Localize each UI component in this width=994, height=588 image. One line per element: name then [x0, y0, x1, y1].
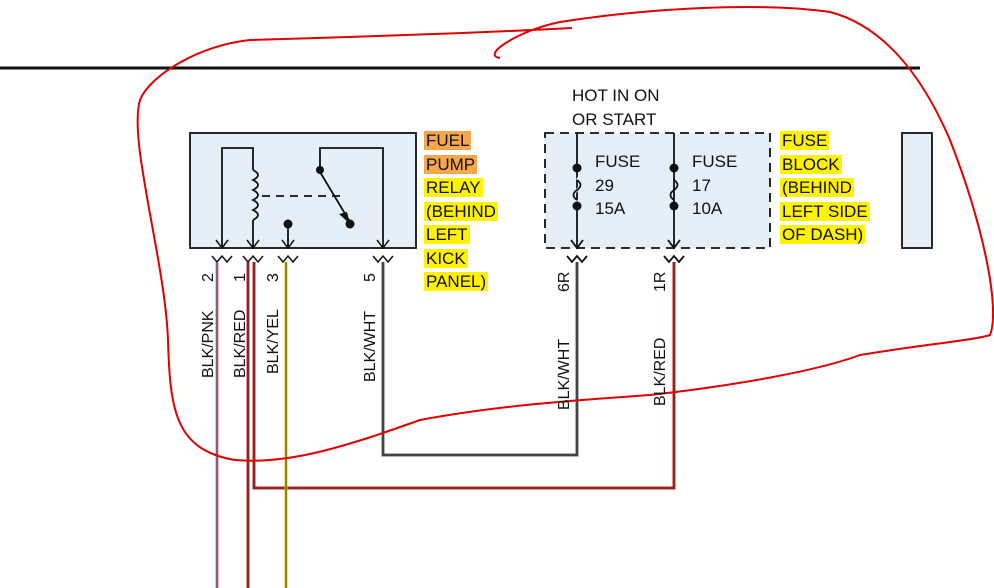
relay-label-line: FUEL [424, 131, 472, 150]
fuse-17-rating: 10A [692, 199, 723, 218]
relay-label-line: PANEL) [424, 272, 489, 291]
fuse-block-label-line: (BEHIND [780, 178, 854, 197]
relay-pin3-contact [283, 219, 293, 229]
fuse-pin-label: 6R [556, 271, 573, 292]
fuel-pump-relay-body [189, 132, 417, 249]
hot-label-line1: HOT IN ON [572, 86, 660, 105]
fuse-29-top-terminal [572, 163, 582, 173]
fuse-17-symbol [663, 133, 685, 264]
wire-label-blk-red-fuse: BLK/RED [652, 337, 669, 406]
fuse-17-title: FUSE [692, 152, 738, 171]
relay-label-line: LEFT [424, 225, 470, 244]
fuse-17-bottom-terminal [669, 201, 679, 211]
wire-blk-red-2-stripe [253, 262, 675, 489]
fuse-29-symbol [566, 133, 588, 264]
fuse-29-number: 29 [595, 175, 614, 195]
hot-label-line2: OR START [572, 109, 657, 129]
fuse-29-title: FUSE [595, 152, 641, 171]
fuse-17-top-terminal [669, 163, 679, 173]
fuse-block-label-line: OF DASH) [780, 225, 866, 244]
fuse-block-label-line: BLOCK [780, 154, 842, 174]
relay-label-line: KICK [424, 248, 468, 268]
wire-label-blk-red: BLK/RED [232, 309, 249, 378]
relay-pin-number: 3 [265, 273, 282, 282]
fuse-29-rating: 15A [595, 199, 626, 218]
fuse-block-label: FUSE BLOCK (BEHIND LEFT SIDE OF DASH) [780, 129, 870, 247]
wire-label-blk-wht: BLK/WHT [362, 310, 379, 382]
relay-connector-arrows [211, 239, 394, 264]
relay-pin-number: 2 [200, 273, 217, 282]
fuse-block-label-line: LEFT SIDE [780, 201, 870, 221]
wires [215, 262, 676, 588]
fuse-17-label: FUSE 17 10A [692, 150, 737, 221]
relay-label-line: PUMP [424, 154, 478, 174]
wire-blk-wht-stripe [382, 262, 578, 456]
fuse-29-bottom-terminal [572, 201, 582, 211]
relay-label: FUEL PUMP RELAY (BEHIND LEFT KICK PANEL) [424, 129, 498, 294]
wire-label-blk-wht-fuse: BLK/WHT [556, 338, 573, 410]
fuse-pin-label: 1R [652, 271, 669, 292]
fuse-block-label-line: FUSE [780, 131, 830, 150]
red-annotation-loop [136, 6, 994, 462]
fuse-17-number: 17 [692, 175, 711, 195]
fuse-block-body [544, 132, 771, 249]
relay-pin-number: 5 [362, 273, 379, 282]
relay-pin-number: 1 [232, 273, 249, 282]
wire-label-blk-pnk: BLK/PNK [200, 310, 217, 378]
hot-in-on-label: HOT IN ON OR START [572, 84, 660, 131]
relay-switch-pivot [316, 166, 324, 174]
relay-switch-contact [345, 219, 355, 229]
wire-label-blk-yel: BLK/YEL [265, 309, 282, 374]
relay-label-line: RELAY [424, 178, 483, 197]
relay-label-line: (BEHIND [424, 201, 498, 221]
fuse-29-label: FUSE 29 15A [595, 150, 640, 221]
adjacent-component [901, 132, 933, 249]
